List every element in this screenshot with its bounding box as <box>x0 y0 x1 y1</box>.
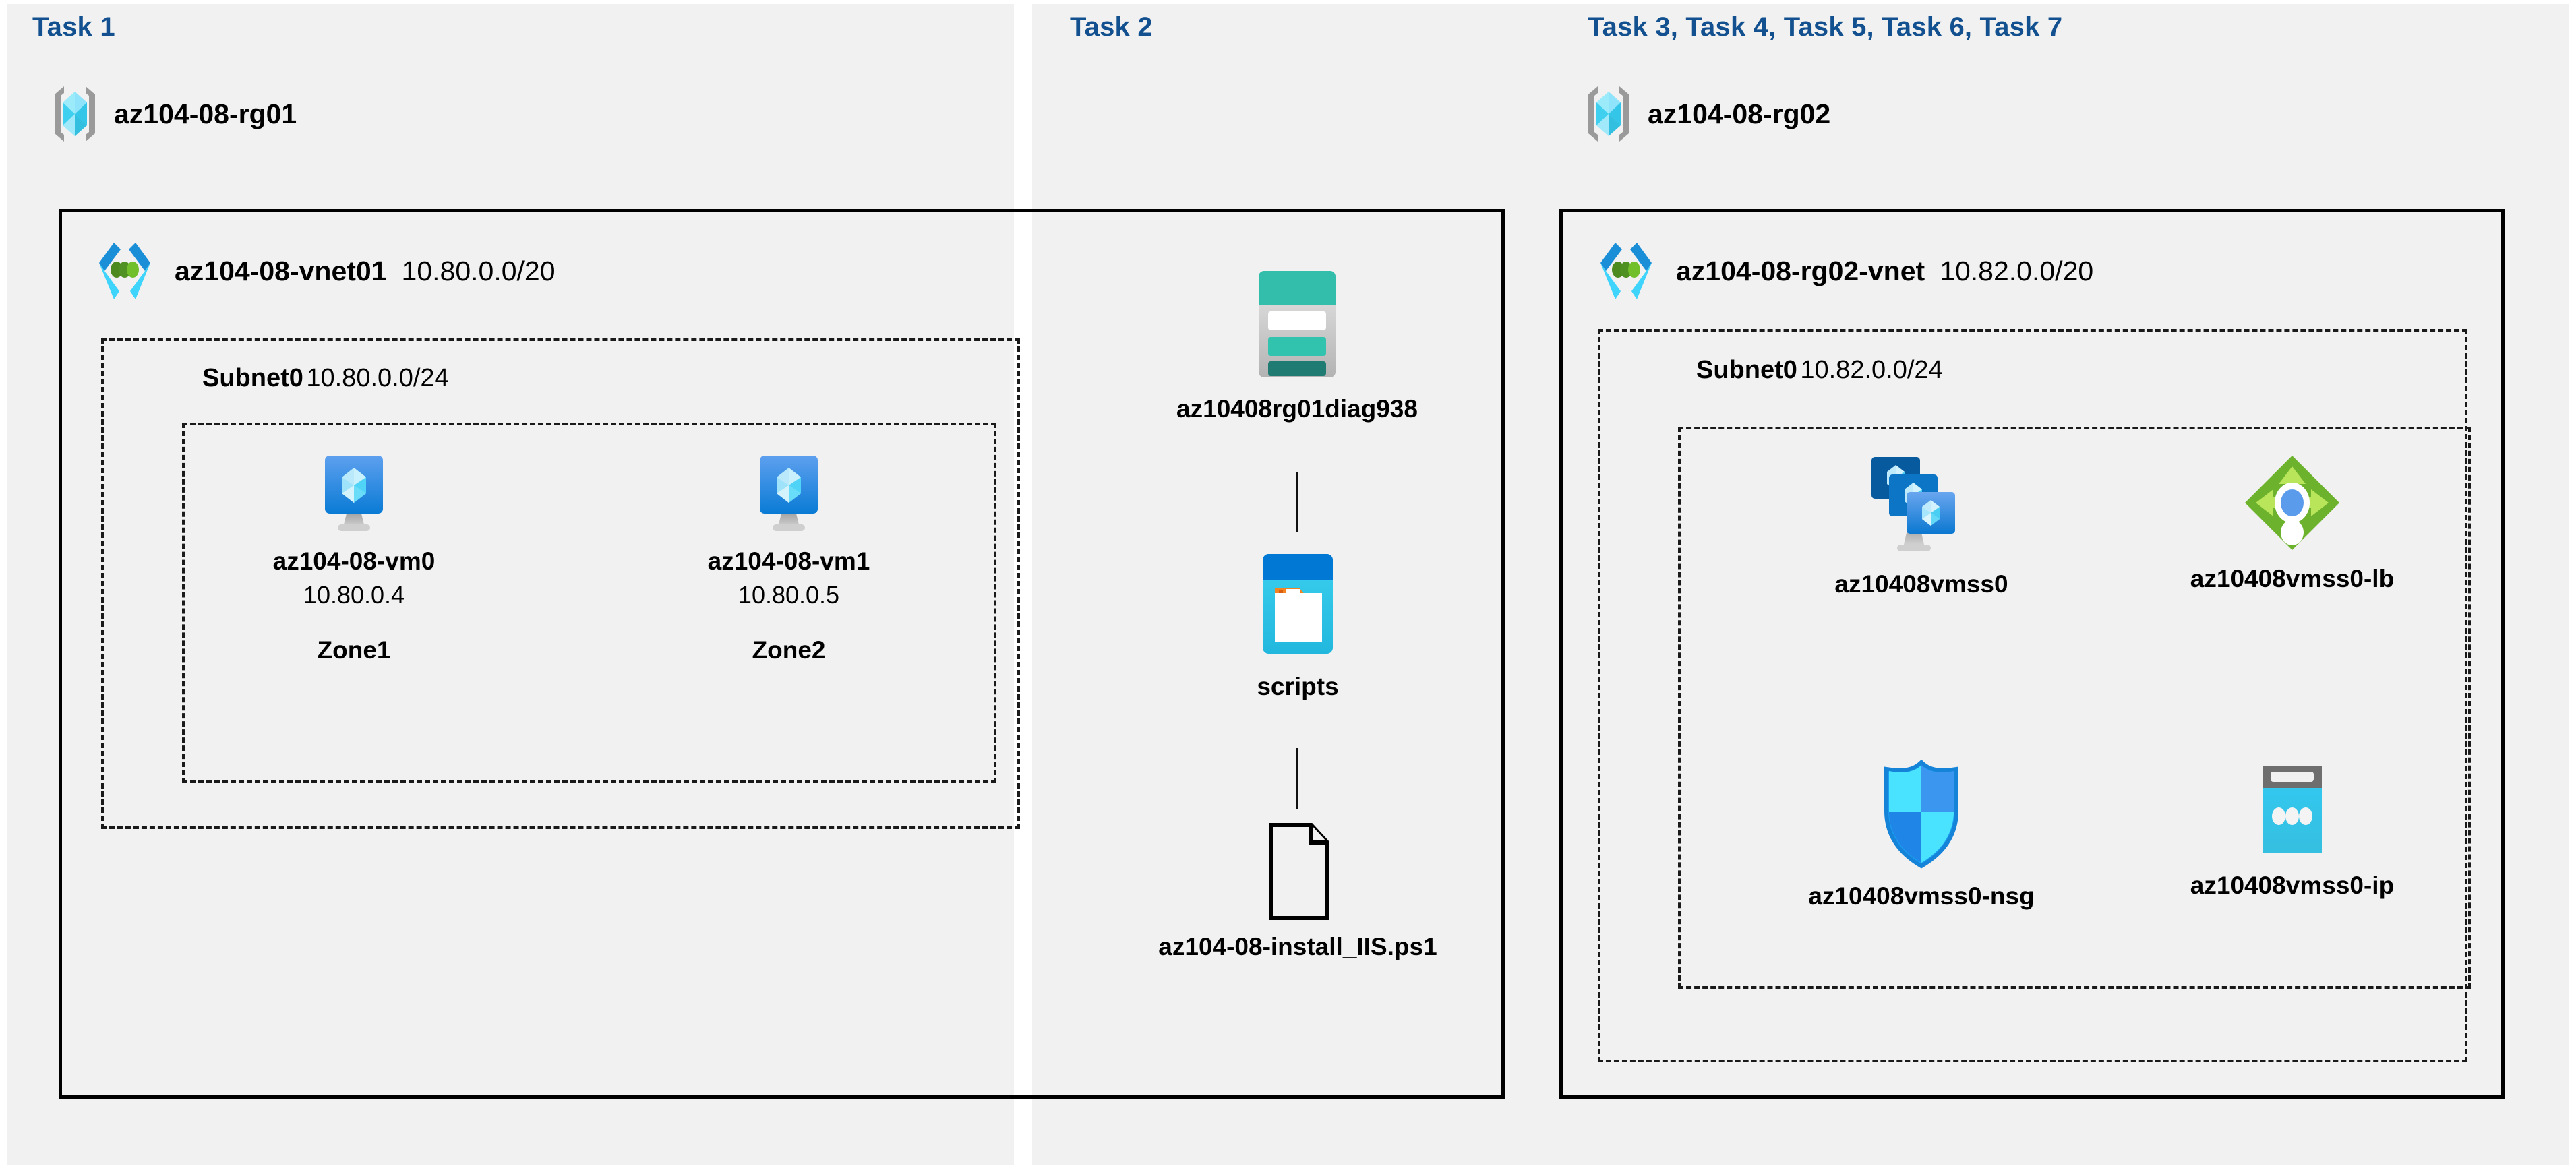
task-1-label: Task 1 <box>32 12 115 42</box>
storage-account-az10408rg01diag938[interactable]: az10408rg01diag938 <box>1176 263 1418 423</box>
task-3-7-label: Task 3, Task 4, Task 5, Task 6, Task 7 <box>1588 12 2063 42</box>
vmss-name: az10408vmss0 <box>1834 570 2008 598</box>
load-balancer-name: az10408vmss0-lb <box>2190 565 2395 592</box>
public-ip-name: az10408vmss0-ip <box>2190 871 2395 899</box>
task-2-label: Task 2 <box>1070 12 1153 42</box>
file-icon <box>1255 821 1341 922</box>
vnet-rg02-vnet-cidr: 10.82.0.0/20 <box>1940 255 2094 286</box>
subnet0-rg02-name: Subnet0 <box>1696 356 1797 384</box>
subnet0-rg02-vnet-header: Subnet0 10.82.0.0/24 <box>1696 356 1943 385</box>
vnet-rg02-vnet-name: az104-08-rg02-vnet <box>1676 255 1925 286</box>
vnet-rg02-vnet-box <box>1559 209 2505 1099</box>
vm1-ip: 10.80.0.5 <box>738 581 840 609</box>
connector-container-to-file <box>1296 748 1298 809</box>
resource-group-icon <box>51 84 99 144</box>
resource-group-rg01-header: az104-08-rg01 <box>51 84 297 144</box>
file-name: az104-08-install_IIS.ps1 <box>1158 933 1437 960</box>
vnet-vnet01-header: az104-08-vnet01 10.80.0.0/20 <box>90 237 556 305</box>
resource-group-icon <box>1584 84 1633 144</box>
subnet0-vnet01-header: Subnet0 10.80.0.0/24 <box>202 364 449 393</box>
virtual-network-icon <box>90 237 160 305</box>
vm0-name: az104-08-vm0 <box>272 547 436 575</box>
resource-group-rg01-name: az104-08-rg01 <box>114 98 297 129</box>
subnet0-vnet01-box <box>101 338 1020 829</box>
vm-scale-set-az10408vmss0[interactable]: az10408vmss0 <box>1780 452 2063 599</box>
subnet0-vnet01-cidr: 10.80.0.0/24 <box>306 364 449 392</box>
load-balancer-icon <box>2241 452 2343 554</box>
vnet-rg02-vnet-header: az104-08-rg02-vnet 10.82.0.0/20 <box>1591 237 2093 305</box>
public-ip-address-icon <box>2246 758 2338 861</box>
vm0-ip: 10.80.0.4 <box>303 581 405 609</box>
blob-container-scripts[interactable]: scripts <box>1207 546 1389 701</box>
storage-account-icon <box>1232 263 1362 384</box>
resource-group-rg02-header: az104-08-rg02 <box>1584 84 1830 144</box>
subnet0-vnet01-name: Subnet0 <box>202 364 303 392</box>
network-security-group-az10408vmss0-nsg[interactable]: az10408vmss0-nsg <box>1753 758 2090 911</box>
vm1-name: az104-08-vm1 <box>707 547 870 575</box>
public-ip-address-az10408vmss0-ip[interactable]: az10408vmss0-ip <box>2157 758 2427 900</box>
network-security-group-icon <box>1880 758 1963 871</box>
panel-task-1 <box>7 4 1014 1165</box>
virtual-machine-icon <box>316 452 392 536</box>
vm-zone-group-box <box>182 423 996 783</box>
vnet-vnet01-name: az104-08-vnet01 <box>175 255 387 286</box>
virtual-network-icon <box>1591 237 1661 305</box>
blob-container-name: scripts <box>1257 673 1339 700</box>
vmss-resource-group-box <box>1678 427 2471 989</box>
subnet0-rg02-vnet-box <box>1598 329 2467 1062</box>
nsg-name: az10408vmss0-nsg <box>1808 882 2035 910</box>
virtual-machine-icon <box>751 452 827 536</box>
vnet-vnet01-cidr: 10.80.0.0/20 <box>401 255 556 286</box>
vm1-zone: Zone2 <box>752 636 826 664</box>
load-balancer-az10408vmss0-lb[interactable]: az10408vmss0-lb <box>2144 452 2440 593</box>
storage-account-name: az10408rg01diag938 <box>1176 395 1418 423</box>
vnet-vnet01-box <box>59 209 1505 1099</box>
subnet0-rg02-cidr: 10.82.0.0/24 <box>1800 356 1943 384</box>
connector-storage-to-container <box>1296 472 1298 532</box>
resource-group-rg02-name: az104-08-rg02 <box>1648 98 1831 129</box>
blob-container-icon <box>1237 546 1358 662</box>
file-az104-08-install-iis-ps1[interactable]: az104-08-install_IIS.ps1 <box>1119 821 1476 961</box>
vm-az104-08-vm1[interactable]: az104-08-vm1 10.80.0.5 Zone2 <box>705 452 873 665</box>
vm0-zone: Zone1 <box>317 636 391 664</box>
vm-az104-08-vm0[interactable]: az104-08-vm0 10.80.0.4 Zone1 <box>270 452 438 665</box>
panel-task-3-7 <box>1561 4 2569 1165</box>
vm-scale-set-icon <box>1862 452 1981 559</box>
